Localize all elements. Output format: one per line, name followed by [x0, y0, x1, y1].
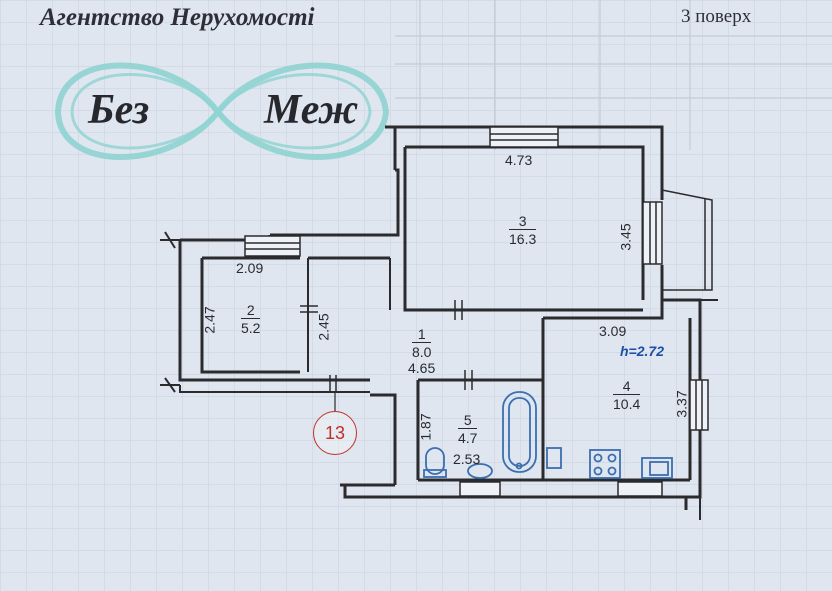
kitchen-sink [641, 457, 673, 479]
floor-label: 3 поверх [681, 6, 752, 27]
room-1-area: 8.0 [412, 344, 432, 360]
room-2-width: 2.09 [236, 260, 264, 276]
room-4-depth: 3.37 [673, 390, 690, 418]
window-room-4-right [689, 379, 709, 431]
room-3-width: 4.73 [505, 152, 533, 168]
window-room-3-right [642, 201, 663, 265]
room-5-number: 5 [458, 413, 478, 429]
faded-table [395, 0, 832, 150]
room-5-label: 5 4.7 [458, 413, 478, 446]
ceiling-height: h=2.72 [620, 343, 664, 359]
room-3-label: 3 16.3 [509, 214, 537, 247]
stove [589, 449, 621, 479]
toilet [425, 447, 445, 475]
agency-title: Агентство Нерухомості [40, 4, 315, 31]
window-room-3-top [489, 126, 559, 148]
infinity-logo-icon [54, 62, 390, 160]
room-2-depth-left: 2.47 [201, 306, 218, 334]
room-3-area: 16.3 [509, 231, 537, 247]
apartment-number-badge: 13 [313, 411, 357, 455]
room-2-number: 2 [241, 303, 261, 319]
room-5-depth: 1.87 [417, 413, 434, 441]
room-4-number: 4 [613, 379, 641, 395]
exterior-wall [160, 231, 718, 520]
room-1-length: 4.65 [408, 360, 436, 376]
room-4-area: 10.4 [613, 396, 641, 412]
windows [244, 126, 709, 497]
logo-word-right: Меж [264, 87, 359, 133]
kitchen-fixtures [589, 449, 673, 479]
room-2-depth-right: 2.45 [315, 313, 332, 341]
sink [467, 463, 493, 479]
room-1-number: 1 [412, 327, 432, 343]
logo-word-left: Без [88, 87, 150, 133]
room-4-width: 3.09 [599, 323, 627, 339]
room-5-area: 4.7 [458, 430, 478, 446]
balcony [661, 189, 713, 291]
room-5-width: 2.53 [453, 451, 481, 467]
room-3-depth: 3.45 [617, 223, 634, 251]
window-bath-bottom [459, 481, 501, 497]
bathtub [502, 391, 537, 473]
window-kitchen-bottom [617, 481, 663, 497]
room-4-label: 4 10.4 [613, 379, 641, 412]
room-1-label: 1 8.0 [412, 327, 432, 360]
window-room-2-top [244, 235, 301, 257]
room-2-area: 5.2 [241, 320, 261, 336]
bath-fixtures [423, 391, 562, 479]
room-3-number: 3 [509, 214, 537, 230]
door-marks [300, 300, 544, 392]
room-2-label: 2 5.2 [241, 303, 261, 336]
